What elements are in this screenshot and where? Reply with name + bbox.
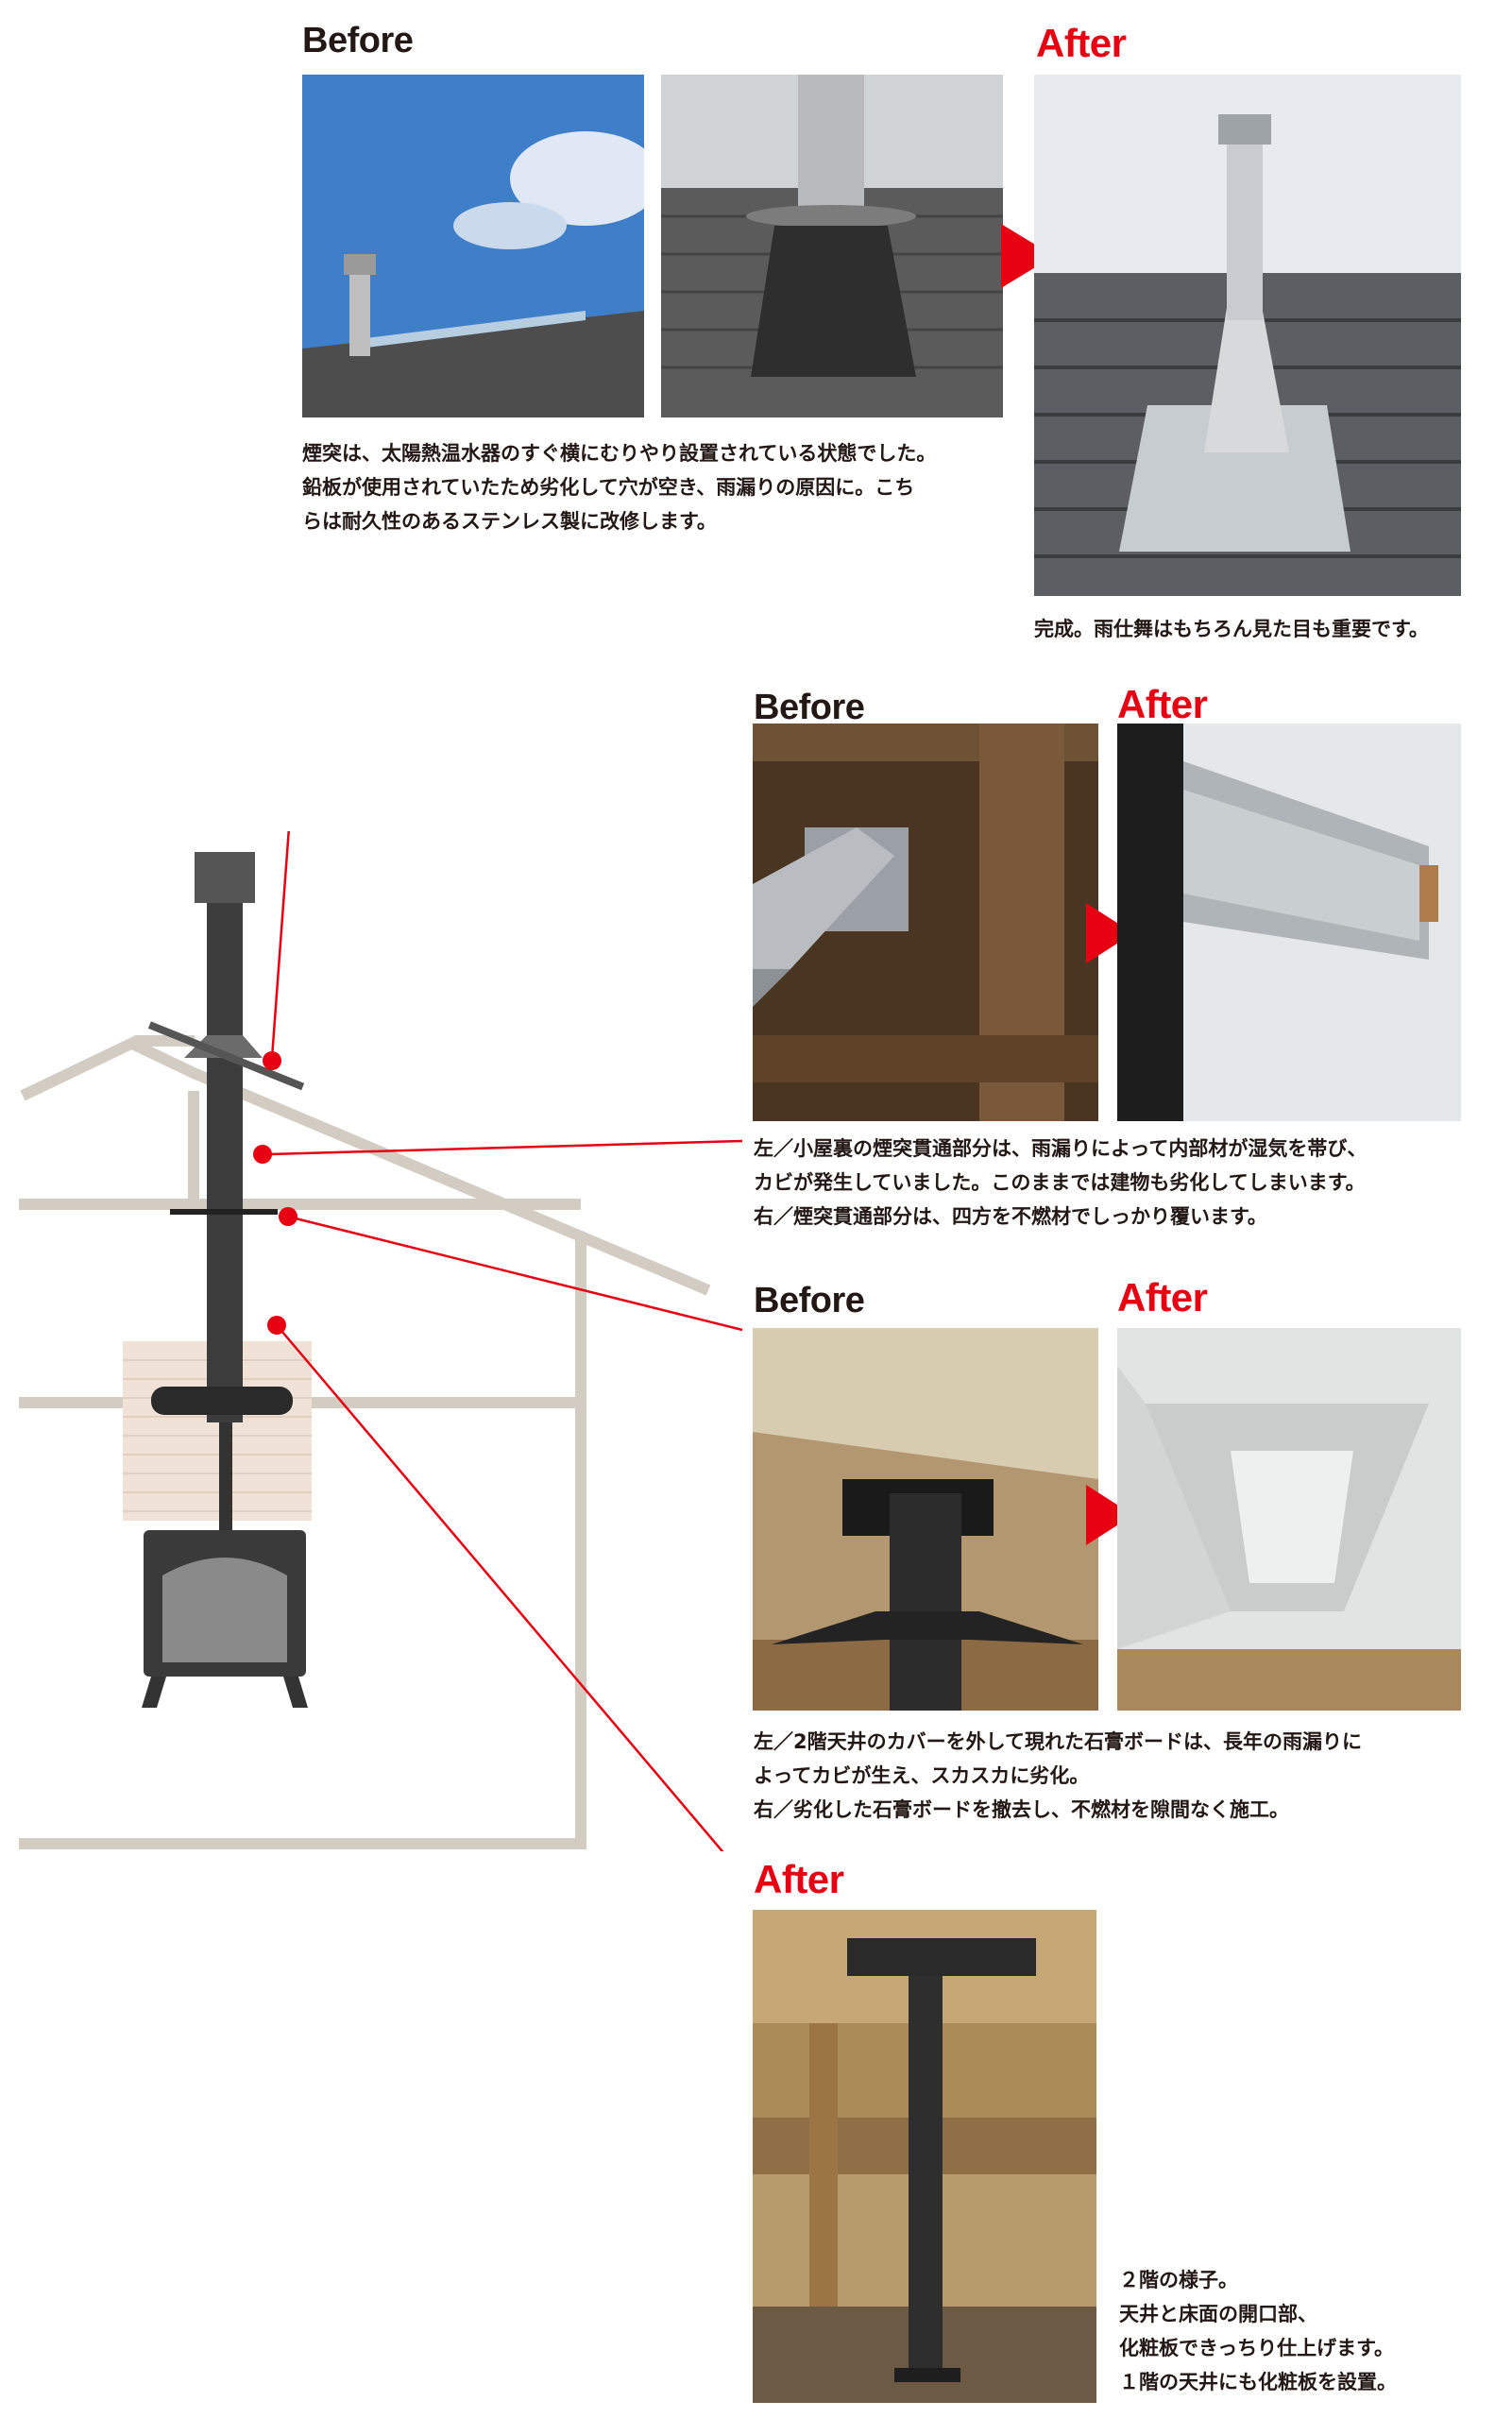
- attic-caption-line: カビが発生していました。このままでは建物も劣化してしまいます。: [754, 1171, 1366, 1194]
- attic-before-label: Before: [754, 688, 865, 727]
- floor-caption-line: １階の天井にも化粧板を設置。: [1119, 2371, 1397, 2393]
- floor-after-label: After: [754, 1857, 844, 1901]
- ceiling-caption: 左／2階天井のカバーを外して現れた石膏ボードは、長年の雨漏りに よってカビが生え…: [754, 1725, 1362, 1827]
- floor-caption-line: ２階の様子。: [1119, 2269, 1238, 2291]
- roof-before-photo-close: [661, 75, 1003, 417]
- roof-caption-line: らは耐久性のあるステンレス製に改修します。: [302, 510, 717, 533]
- attic-after-label: After: [1117, 682, 1208, 726]
- house-chimney-diagram: [19, 831, 743, 1851]
- roof-before-photo-wide: [302, 75, 644, 417]
- ceiling-caption-line: 右／劣化した石膏ボードを撤去し、不燃材を隙間なく施工。: [754, 1798, 1289, 1821]
- floor-caption-line: 化粧板できっちり仕上げます。: [1119, 2337, 1395, 2359]
- ceiling-before-photo: [753, 1328, 1098, 1711]
- attic-caption-line: 左／小屋裏の煙突貫通部分は、雨漏りによって内部材が湿気を帯び、: [754, 1137, 1368, 1160]
- roof-caption-line: 鉛板が使用されていたため劣化して穴が空き、雨漏りの原因に。こち: [302, 476, 915, 499]
- attic-caption: 左／小屋裏の煙突貫通部分は、雨漏りによって内部材が湿気を帯び、 カビが発生してい…: [754, 1132, 1367, 1234]
- roof-caption: 煙突は、太陽熱温水器のすぐ横にむりやり設置されている状態でした。 鉛板が使用され…: [302, 436, 936, 538]
- floor-caption-line: 天井と床面の開口部、: [1119, 2303, 1317, 2325]
- roof-before-label: Before: [302, 21, 414, 60]
- ceiling-after-photo: [1117, 1328, 1461, 1711]
- attic-after-photo: [1117, 724, 1461, 1121]
- ceiling-after-label: After: [1117, 1275, 1208, 1320]
- ceiling-caption-line: よってカビが生え、スカスカに劣化。: [754, 1764, 1090, 1787]
- ceiling-caption-line: 左／2階天井のカバーを外して現れた石膏ボードは、長年の雨漏りに: [754, 1730, 1362, 1753]
- ceiling-before-label: Before: [754, 1281, 865, 1320]
- roof-caption-line: 煙突は、太陽熱温水器のすぐ横にむりやり設置されている状態でした。: [302, 442, 937, 465]
- roof-after-caption: 完成。雨仕舞はもちろん見た目も重要です。: [1034, 618, 1429, 640]
- attic-caption-line: 右／煙突貫通部分は、四方を不燃材でしっかり覆います。: [754, 1205, 1267, 1228]
- roof-after-label: After: [1036, 21, 1127, 65]
- roof-after-photo: [1034, 75, 1461, 596]
- attic-before-photo: [753, 724, 1098, 1121]
- floor-caption: ２階の様子。 天井と床面の開口部、 化粧板できっちり仕上げます。 １階の天井にも…: [1119, 2263, 1397, 2399]
- floor-after-photo: [753, 1910, 1096, 2403]
